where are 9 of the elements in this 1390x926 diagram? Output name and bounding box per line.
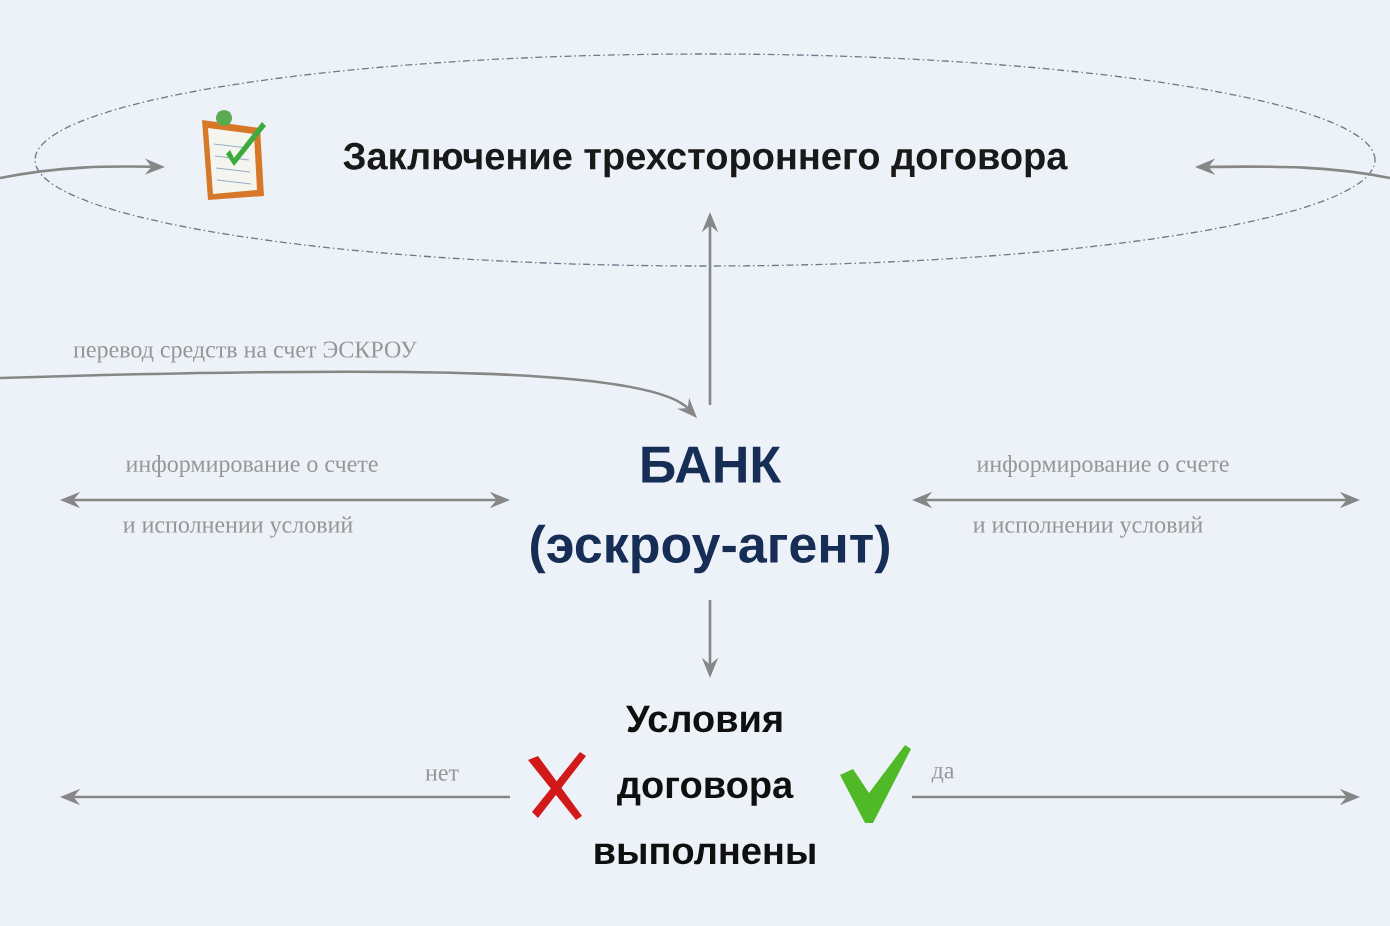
condition-text: Условия договора выполнены: [595, 705, 815, 865]
bank-text: БАНК (эскроу-агент): [531, 446, 889, 574]
caption-text: и исполнении условий: [973, 516, 1203, 538]
edge-label: информирование о счете: [125, 455, 378, 477]
edge-label: перевод средств на счет ЭСКРОУ: [73, 341, 417, 363]
edge-label: нет: [425, 769, 459, 781]
caption-text: и исполнении условий: [123, 516, 353, 538]
edge-label: да: [931, 767, 955, 783]
edge-label: информирование о счете: [976, 455, 1229, 477]
